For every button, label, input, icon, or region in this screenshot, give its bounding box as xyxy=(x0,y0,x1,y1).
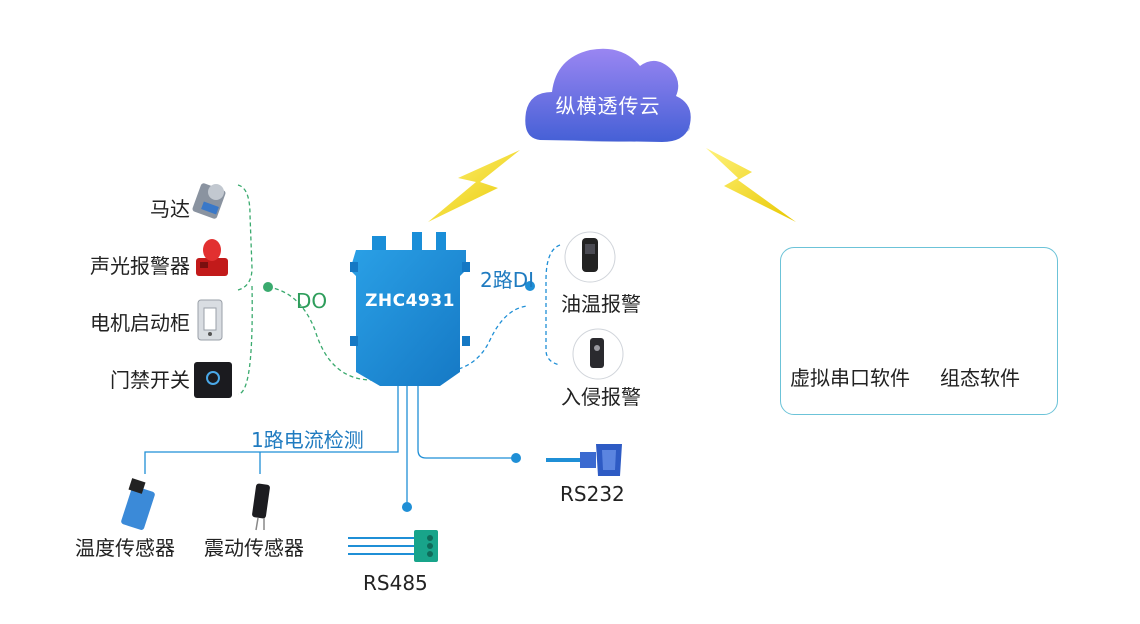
di-junction-dot xyxy=(525,281,535,291)
intrusion-sensor-icon xyxy=(572,328,624,380)
software-panel xyxy=(780,247,1058,415)
do-group-label: DO xyxy=(296,289,328,313)
cloud-icon xyxy=(525,48,691,142)
door-switch-icon xyxy=(194,362,232,398)
do-item-motor-label: 马达 xyxy=(150,197,190,221)
di-item-intrusion-label: 入侵报警 xyxy=(561,385,641,409)
oil-temp-sensor-icon xyxy=(564,231,616,283)
rs485-cable-icon xyxy=(348,537,416,555)
motor-icon xyxy=(192,183,226,219)
rs485-junction-dot xyxy=(402,502,412,512)
do-item-cabinet-label: 电机启动柜 xyxy=(90,311,190,335)
rs232-junction-dot xyxy=(511,453,521,463)
siren-icon xyxy=(196,239,228,276)
current-group-label: 1路电流检测 xyxy=(251,428,364,452)
device-body xyxy=(350,232,470,386)
current-item-vibration-label: 震动传感器 xyxy=(204,536,304,560)
db9-connector-icon xyxy=(546,444,622,476)
do-item-door-switch-label: 门禁开关 xyxy=(110,368,190,392)
lightning-right-icon xyxy=(706,148,796,222)
vibration-sensor-icon xyxy=(252,483,270,531)
rs232-label: RS232 xyxy=(560,482,625,506)
di-wires xyxy=(437,244,561,373)
temperature-sensor-icon xyxy=(121,478,155,530)
device-model-label: ZHC4931 xyxy=(365,291,455,311)
di-group-label: 2路DI xyxy=(480,268,535,292)
rs485-label: RS485 xyxy=(363,571,428,595)
software-item-virtual-serial-label: 虚拟串口软件 xyxy=(790,366,910,390)
cabinet-icon xyxy=(197,299,223,341)
do-wires xyxy=(237,184,373,395)
rs232-wire xyxy=(417,385,514,459)
terminal-block-icon xyxy=(414,530,438,562)
do-junction-dot xyxy=(263,282,273,292)
software-item-scada-label: 组态软件 xyxy=(940,366,1020,390)
current-item-temperature-label: 温度传感器 xyxy=(75,536,175,560)
current-wires xyxy=(144,385,399,474)
cloud-label: 纵横透传云 xyxy=(555,94,661,118)
di-item-oil-temp-label: 油温报警 xyxy=(561,292,641,316)
lightning-left-icon xyxy=(428,150,520,222)
do-item-siren-label: 声光报警器 xyxy=(90,254,190,278)
